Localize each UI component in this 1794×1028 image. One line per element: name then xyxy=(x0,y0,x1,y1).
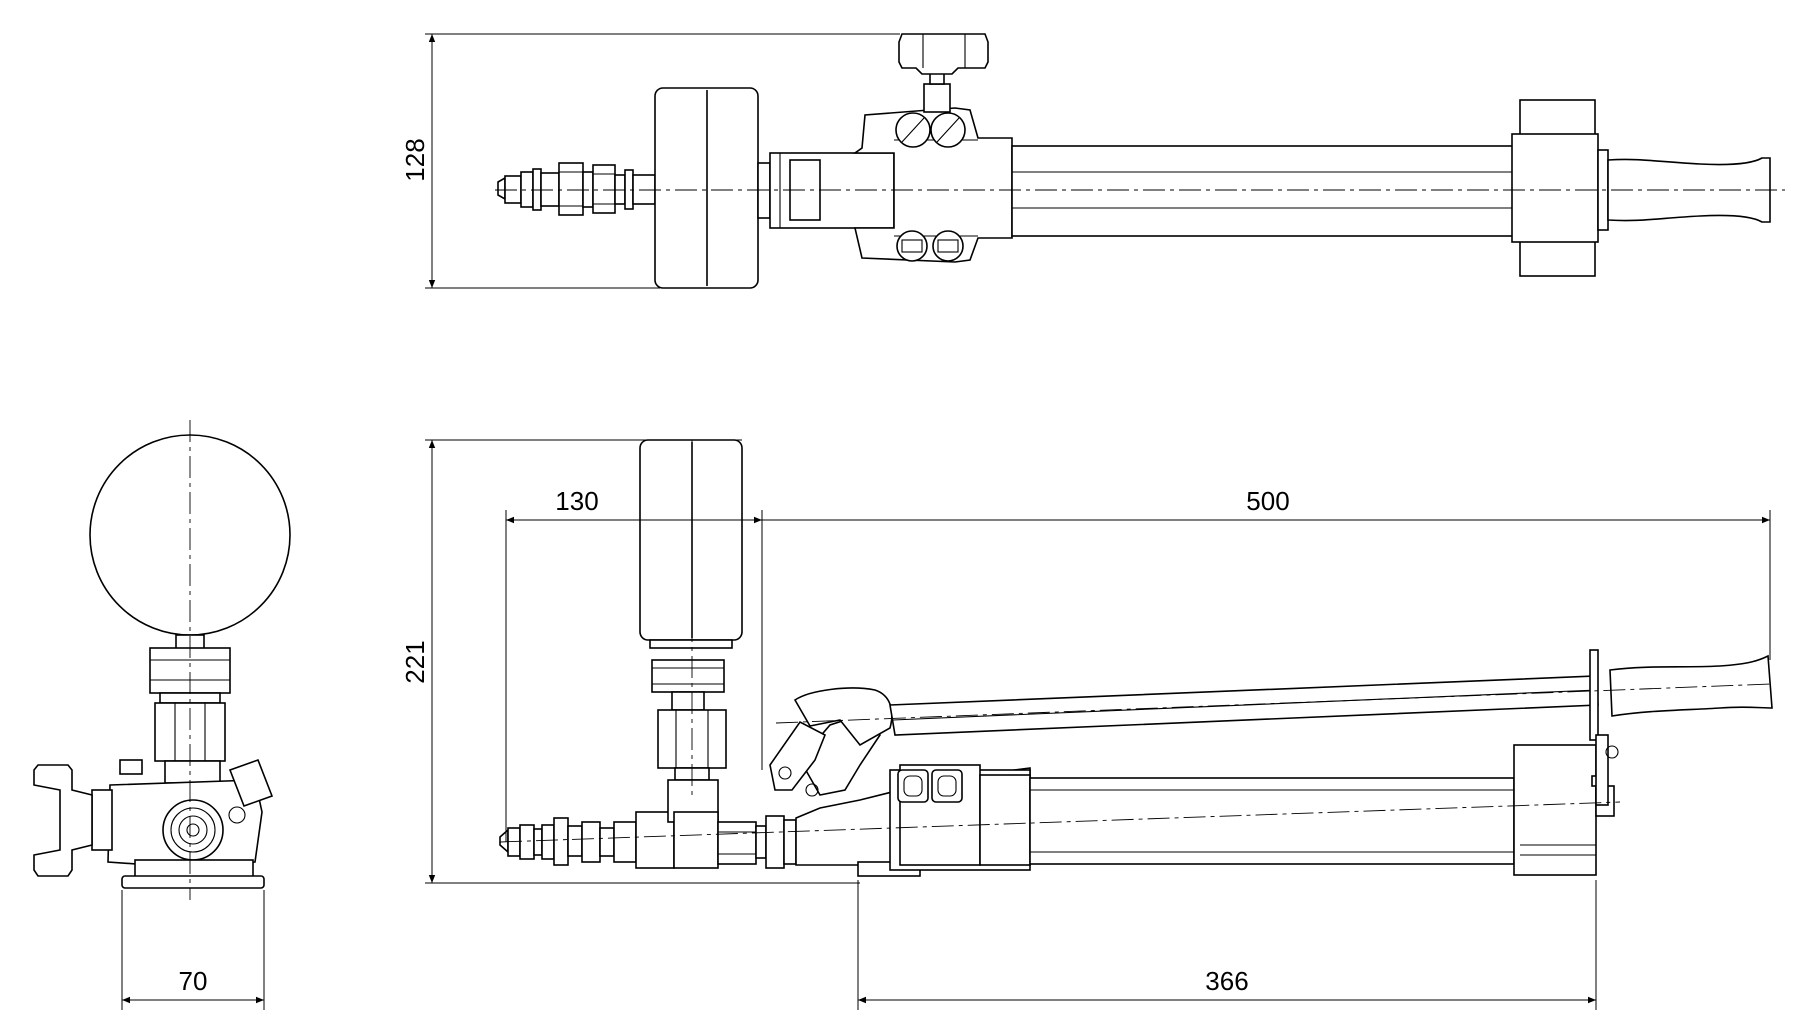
top-cylinder xyxy=(1011,99,1609,277)
top-pump-body xyxy=(769,33,1013,263)
dimension-221-label: 221 xyxy=(400,640,430,683)
side-dimension-gauge-offset: 130 xyxy=(505,486,763,842)
side-dimension-handle-length: 500 xyxy=(762,486,1771,660)
side-pump-body xyxy=(769,687,1031,877)
side-cylinder xyxy=(1029,744,1615,876)
dimension-500-label: 500 xyxy=(1246,486,1289,516)
top-coupler xyxy=(497,162,656,216)
front-view: 70 xyxy=(33,420,291,1010)
top-gauge xyxy=(654,87,771,289)
dimension-70-label: 70 xyxy=(179,966,208,996)
side-view: 221 130 500 366 xyxy=(400,439,1773,1010)
side-lever xyxy=(889,649,1773,806)
dimension-130-label: 130 xyxy=(555,486,598,516)
dimension-366-label: 366 xyxy=(1205,966,1248,996)
top-dimension-height: 128 xyxy=(400,33,900,289)
top-view: 128 xyxy=(400,33,1785,289)
side-gauge xyxy=(639,439,743,781)
side-dimension-height: 221 xyxy=(400,439,860,884)
side-dimension-base-length: 366 xyxy=(857,880,1597,1010)
dimension-128-label: 128 xyxy=(400,138,430,181)
side-coupler xyxy=(499,779,797,869)
front-dimension-width: 70 xyxy=(121,890,265,1010)
